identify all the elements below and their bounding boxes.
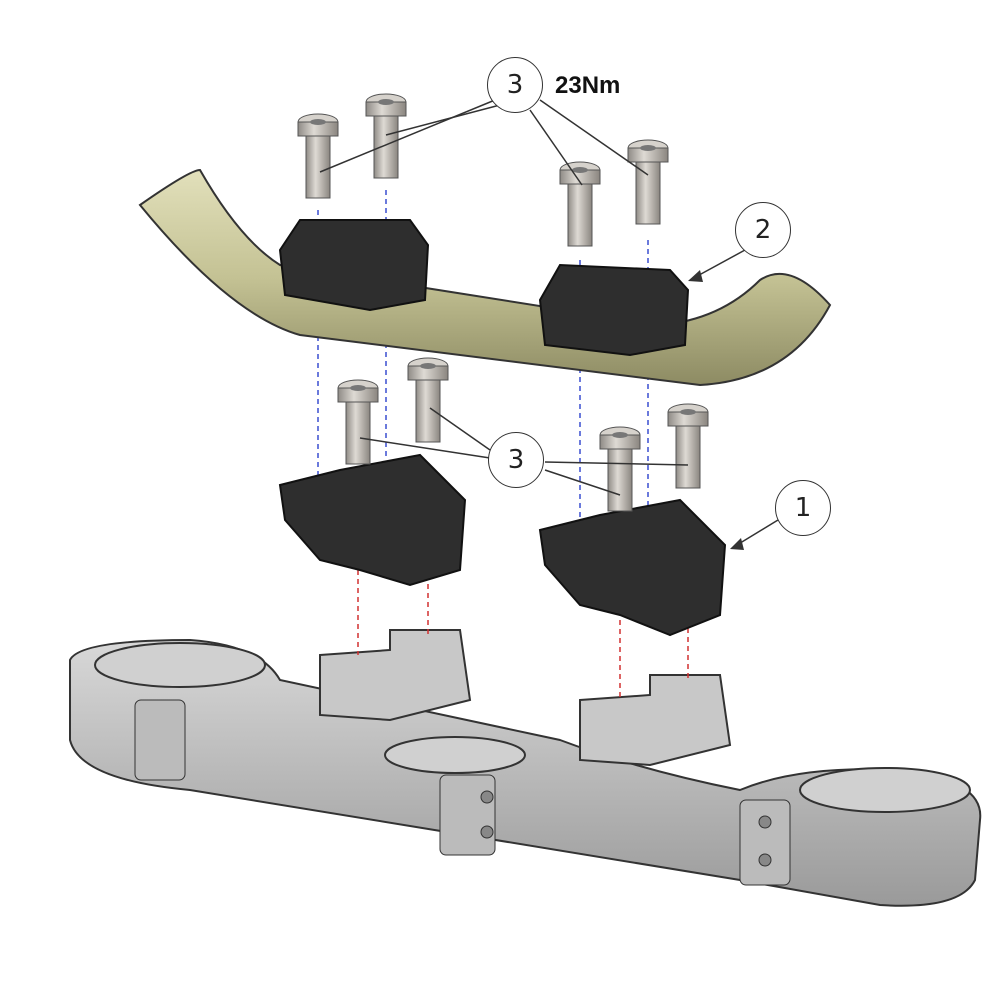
callout-lower-risers: 1 <box>775 480 831 536</box>
lower-riser-clamps <box>278 453 727 637</box>
callout-top-bolts: 3 <box>487 57 543 113</box>
callout-top-clamps: 2 <box>735 202 791 258</box>
handlebar <box>138 168 832 387</box>
top-clamps <box>278 219 690 357</box>
leader-lines <box>319 99 779 549</box>
torque-label: 23Nm <box>555 72 621 99</box>
triple-clamp <box>69 629 982 907</box>
callout-lower-bolts: 3 <box>488 432 544 488</box>
